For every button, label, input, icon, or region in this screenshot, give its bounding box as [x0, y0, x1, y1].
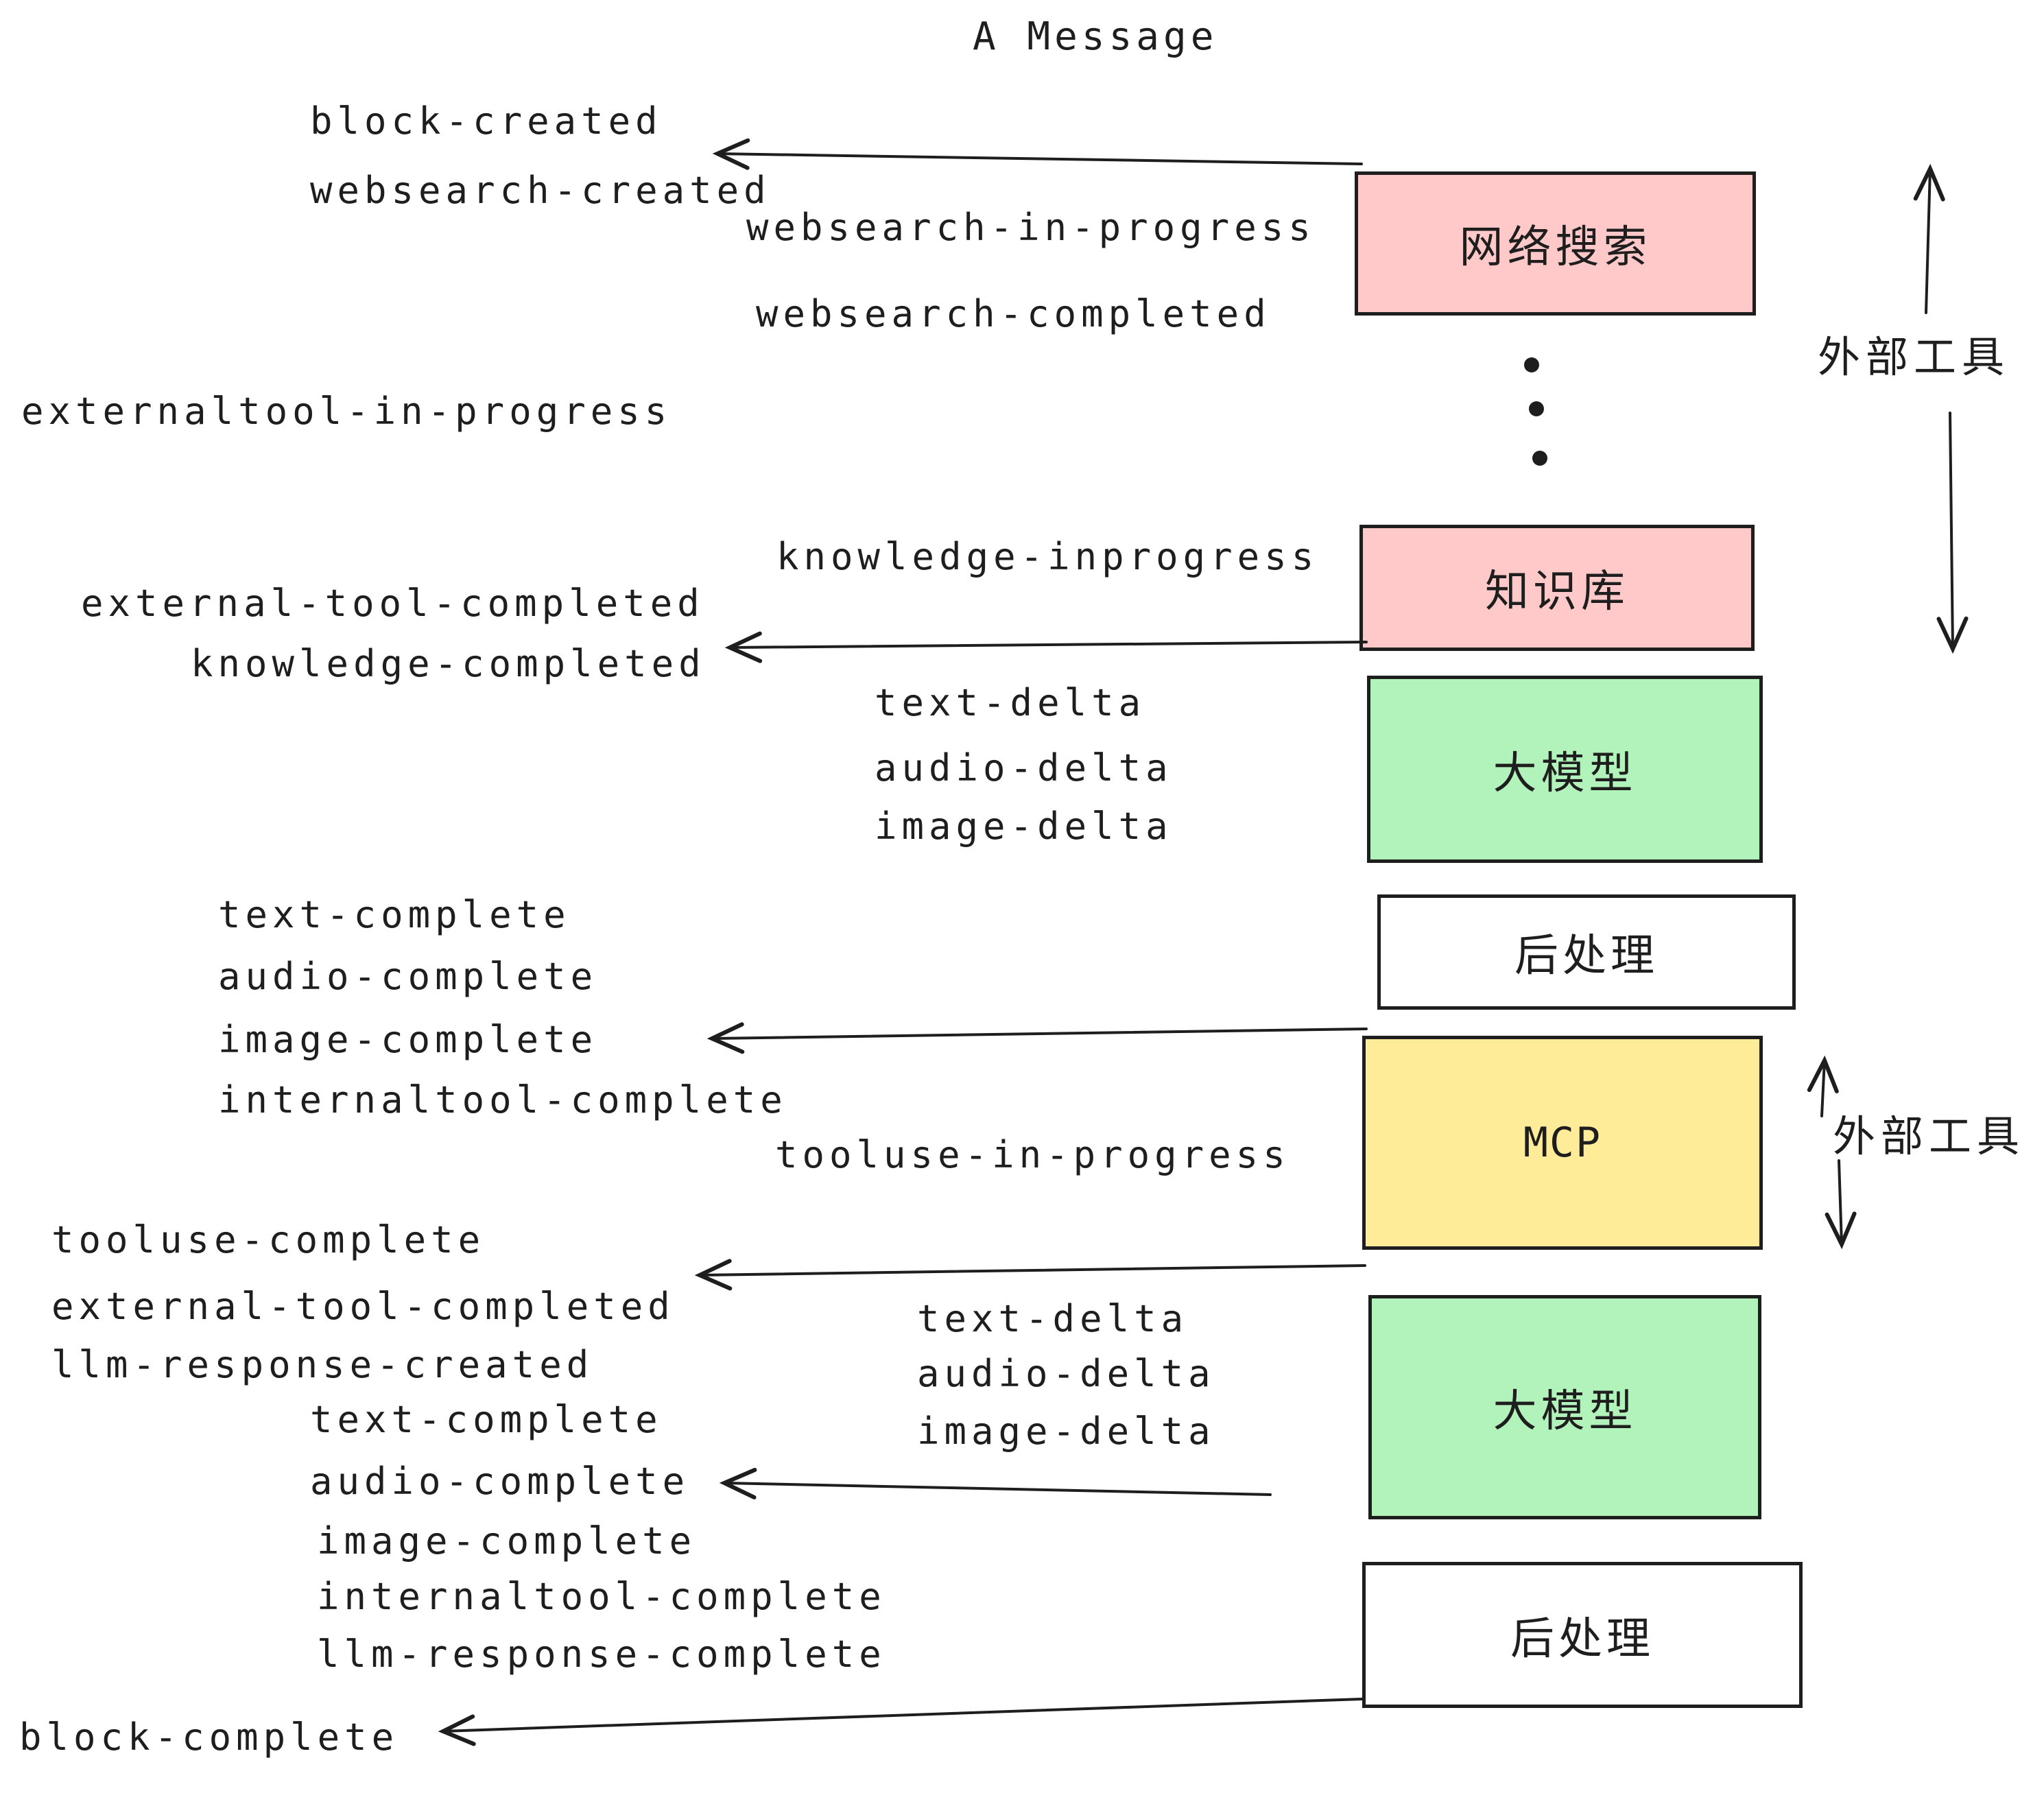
arrow-image-complete	[706, 1022, 1368, 1054]
event-audio-delta-2: audio-delta	[917, 1352, 1215, 1395]
knowledge-base-box: 知识库	[1359, 525, 1755, 651]
event-image-delta: image-delta	[875, 805, 1173, 848]
arrow-audio-complete	[719, 1467, 1272, 1499]
ellipsis-dot-3	[1532, 451, 1547, 466]
external-tools-label-top: 外部工具	[1818, 332, 2010, 382]
postprocess-box-1-label: 后处理	[1514, 931, 1659, 982]
mcp-box-label: MCP	[1523, 1119, 1602, 1167]
event-tooluse-in-progress: tooluse-in-progress	[775, 1133, 1290, 1176]
arrow-tooluse-complete	[694, 1259, 1366, 1291]
event-tooluse-complete: tooluse-complete	[51, 1218, 486, 1261]
event-external-tool-completed: external-tool-completed	[81, 582, 704, 625]
event-block-created: block-created	[310, 99, 663, 143]
event-llm-response-created: llm-response-created	[51, 1343, 594, 1386]
event-knowledge-inprogress: knowledge-inprogress	[776, 535, 1319, 578]
arrow-external-tools-up-1	[1913, 163, 1945, 314]
event-image-complete: image-complete	[218, 1018, 598, 1061]
event-internaltool-complete: internaltool-complete	[218, 1078, 787, 1121]
diagram-title: A Message	[973, 14, 1218, 59]
event-externaltool-in-progress: externaltool-in-progress	[21, 390, 672, 433]
arrow-external-tools-up-2	[1807, 1055, 1839, 1117]
event-audio-complete-2: audio-complete	[310, 1460, 690, 1503]
event-knowledge-completed: knowledge-completed	[191, 642, 706, 685]
arrow-knowledge-completed	[724, 631, 1368, 663]
event-external-tool-completed-2: external-tool-completed	[51, 1285, 675, 1328]
event-llm-response-complete: llm-response-complete	[317, 1633, 886, 1676]
event-audio-delta: audio-delta	[875, 746, 1173, 790]
ellipsis-dot-2	[1529, 401, 1544, 416]
event-websearch-completed: websearch-completed	[756, 292, 1271, 335]
event-text-complete: text-complete	[218, 893, 571, 936]
event-text-complete-2: text-complete	[310, 1398, 663, 1441]
llm-box-2-label: 大模型	[1493, 1386, 1637, 1437]
postprocess-box-2-label: 后处理	[1510, 1613, 1654, 1665]
arrow-external-tools-down-1	[1936, 412, 1969, 654]
knowledge-base-box-label: 知识库	[1485, 567, 1629, 617]
event-websearch-created: websearch-created	[310, 169, 771, 212]
llm-box-1-label: 大模型	[1493, 748, 1637, 799]
arrow-block-created	[712, 138, 1363, 170]
arrow-external-tools-down-2	[1825, 1159, 1857, 1250]
event-internaltool-complete-2: internaltool-complete	[317, 1575, 886, 1618]
external-tools-label-bottom: 外部工具	[1833, 1111, 2025, 1161]
postprocess-box-1: 后处理	[1377, 894, 1796, 1010]
event-image-complete-2: image-complete	[317, 1519, 697, 1563]
llm-box-2: 大模型	[1368, 1295, 1761, 1519]
arrow-block-complete	[438, 1698, 1363, 1746]
event-text-delta: text-delta	[875, 681, 1146, 724]
event-text-delta-2: text-delta	[917, 1297, 1189, 1340]
event-websearch-in-progress: websearch-in-progress	[746, 206, 1316, 249]
event-audio-complete: audio-complete	[218, 955, 598, 998]
websearch-box: 网络搜索	[1355, 171, 1756, 316]
llm-box-1: 大模型	[1367, 676, 1763, 863]
postprocess-box-2: 后处理	[1362, 1562, 1803, 1708]
event-block-complete: block-complete	[19, 1716, 399, 1759]
mcp-box: MCP	[1362, 1036, 1763, 1250]
event-image-delta-2: image-delta	[917, 1410, 1215, 1453]
websearch-box-label: 网络搜索	[1459, 222, 1652, 273]
ellipsis-dot-1	[1524, 357, 1539, 372]
